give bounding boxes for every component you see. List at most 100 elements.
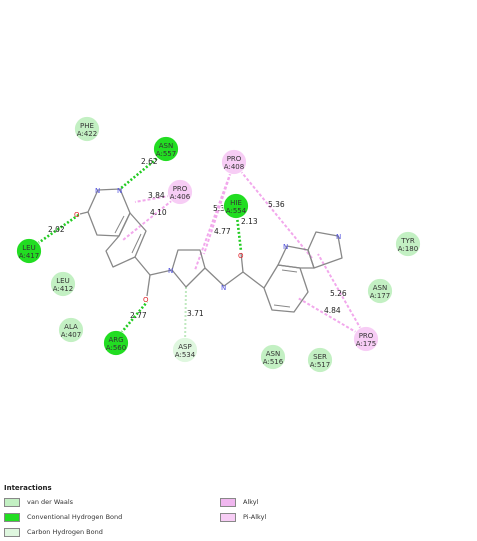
residue-number: A:560 [106, 344, 126, 352]
legend-label: van der Waals [27, 498, 74, 506]
residue-discs: PHEA:422ASNA:557PROA:406PROA:408HIEA:554… [16, 116, 421, 373]
ring-carbonyl-bond [79, 211, 89, 215]
benzo-ring-left [105, 212, 147, 268]
distance-label: 5.30 [213, 204, 230, 213]
residue-disc [395, 231, 421, 257]
interactions-legend: Interactions van der Waals Conventional … [4, 484, 474, 540]
residue-number: A:175 [356, 340, 376, 348]
pi-alkyl-line-pro175-b [297, 297, 367, 339]
oxygen-atom-mid: O [143, 296, 149, 304]
pi-alkyl-line-pro406-b [122, 193, 181, 241]
distance-label: 4.84 [324, 306, 341, 315]
residue-disc [153, 136, 179, 162]
distance-label: 5.36 [268, 200, 285, 209]
distance-label: 5.26 [330, 289, 347, 298]
oxygen-atom-right: O [238, 252, 244, 260]
pyrrolidine-ring [171, 249, 206, 288]
residue-number: A:417 [19, 252, 39, 260]
residue-name: HIE [230, 199, 242, 207]
residue-disc [50, 271, 76, 297]
benzo-ring-right [263, 264, 309, 313]
residue-disc [223, 193, 249, 219]
residue-disc [307, 347, 333, 373]
center-linker-bond [204, 267, 225, 287]
left-amide-bond-b [146, 274, 151, 297]
legend-title: Interactions [4, 484, 52, 492]
residue-number: A:422 [77, 130, 97, 138]
nitrogen-atom-ring-b: N [117, 187, 122, 195]
residue-name: PRO [173, 185, 188, 193]
carbon-hbond-line-asp534 [184, 286, 187, 346]
phthalazinone-ring [87, 188, 131, 237]
residue-disc [221, 149, 247, 175]
residue-name: LEU [56, 277, 69, 285]
residue-name: PRO [227, 155, 242, 163]
swatch-carbon-hbond [4, 527, 20, 537]
residue-name: PRO [359, 332, 374, 340]
distance-label: 3.84 [148, 191, 165, 200]
swatch-conventional-hbond [4, 512, 20, 522]
right-amide-bond-b [240, 252, 244, 273]
nitrogen-atom-amide: N [221, 284, 226, 292]
nitrogen-atom-pyrazole: N [283, 243, 288, 251]
legend-label: Pi-Alkyl [243, 513, 267, 521]
legend-item-alkyl: Alkyl [220, 496, 258, 508]
distance-label: 2.13 [241, 217, 258, 226]
right-amide-bond-a [223, 271, 244, 287]
residue-number: A:407 [61, 331, 81, 339]
residue-number: A:177 [370, 292, 390, 300]
residue-number: A:408 [224, 163, 244, 171]
residue-name: TYR [400, 237, 415, 245]
ligand-molecule [79, 188, 343, 313]
residue-name: ASN [159, 142, 173, 150]
distance-labels: 2.62 3.84 4.10 2.02 5.30 4.77 5.36 2.13 … [48, 157, 347, 320]
residue-name: LEU [22, 244, 35, 252]
residue-name: ARG [108, 336, 123, 344]
double-bonds [114, 215, 298, 308]
left-amide-bond-c [149, 269, 173, 276]
double-bond-accent-3 [281, 269, 298, 273]
legend-item-conventional-hbond: Conventional Hydrogen Bond [4, 511, 122, 523]
legend-label: Carbon Hydrogen Bond [27, 528, 103, 536]
residue-disc [58, 317, 84, 343]
legend-label: Conventional Hydrogen Bond [27, 513, 123, 521]
oxygen-atom-left: O [74, 211, 80, 219]
residue-number: A:554 [226, 207, 247, 215]
distance-label: 3.71 [187, 309, 204, 318]
pi-alkyl-line-pro175-a [317, 253, 367, 339]
residue-disc [260, 344, 286, 370]
pi-alkyl-line-pro408-b [203, 162, 235, 255]
distance-label: 4.10 [150, 208, 167, 217]
legend-item-pi-alkyl: Pi-Alkyl [220, 511, 266, 523]
swatch-van-der-waals [4, 497, 20, 507]
hbond-line-leu417 [30, 212, 81, 250]
distance-label: 2.62 [141, 157, 158, 166]
pi-alkyl-line-pro408-a [194, 162, 235, 271]
residue-number: A:412 [53, 285, 73, 293]
residue-name: PHE [80, 122, 94, 130]
nitrogen-atom-fused: N [336, 233, 341, 241]
swatch-pi-alkyl [220, 512, 236, 522]
residue-disc [74, 116, 100, 142]
heteroatoms: O O O N N N N N N [74, 187, 341, 304]
residue-number: A:180 [398, 245, 418, 253]
nitrogen-atom-ring-a: N [95, 187, 100, 195]
left-amide-bond-a [134, 256, 151, 276]
residue-name: ASP [178, 343, 191, 351]
residue-disc [167, 179, 193, 205]
residue-name: ASN [266, 350, 280, 358]
residue-disc [367, 278, 393, 304]
